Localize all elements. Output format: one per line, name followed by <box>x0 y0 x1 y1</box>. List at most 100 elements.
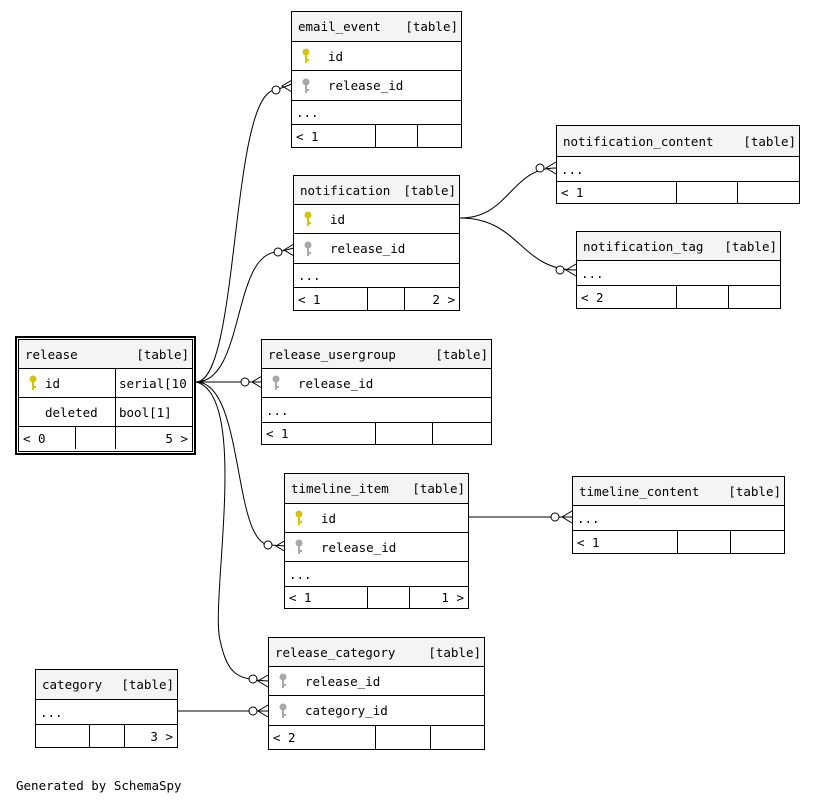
column-type: serial[10 <box>119 375 187 391</box>
crowfoot-marker <box>281 79 293 93</box>
edge-marker <box>263 540 273 550</box>
edge-release-timeline_item <box>195 381 287 547</box>
more-columns: ... <box>573 506 784 531</box>
more-columns: ... <box>262 398 491 423</box>
crowfoot-marker <box>251 375 263 389</box>
crowfoot-marker <box>565 263 577 277</box>
edge-release-release_category <box>195 381 269 682</box>
column-name: release_id <box>328 78 404 93</box>
crowfoot-marker <box>275 539 287 553</box>
parent-count: < 1 <box>292 125 376 147</box>
table-release_category[interactable]: release_category [table] release_id categ… <box>268 637 485 750</box>
foreign-key-icon <box>275 673 291 689</box>
parent-count: < 1 <box>262 423 376 444</box>
table-category[interactable]: category[table] ... 3 > <box>35 669 178 748</box>
edge-notification-notification_content <box>459 167 557 219</box>
child-count <box>731 531 784 553</box>
parent-count: < 1 <box>573 531 678 553</box>
edge-marker <box>550 512 560 522</box>
column-name: id <box>321 510 337 526</box>
table-type: [table] <box>403 182 456 198</box>
crowfoot-marker <box>257 704 269 718</box>
parent-count: < 2 <box>269 726 376 749</box>
column-name: release_id <box>330 241 406 256</box>
more-columns: ... <box>557 157 799 182</box>
more-columns: ... <box>285 562 468 587</box>
table-timeline_content[interactable]: timeline_content [table] ... < 1 <box>572 476 785 554</box>
more-columns: ... <box>294 264 459 288</box>
child-count <box>729 286 780 308</box>
table-type: [table] <box>728 483 781 499</box>
child-count: 1 > <box>441 590 464 605</box>
foreign-key-icon <box>298 78 314 94</box>
table-notification[interactable]: notification[table] id release_id ... < … <box>293 175 460 311</box>
table-type: [table] <box>121 677 174 692</box>
crowfoot-marker <box>257 674 269 688</box>
parent-count: < 1 <box>557 182 677 203</box>
edge-marker <box>535 163 545 173</box>
column-name: id <box>45 375 61 391</box>
table-type: [table] <box>405 19 458 34</box>
table-name: timeline_item <box>291 481 389 496</box>
column-name: release_id <box>321 539 397 555</box>
table-type: [table] <box>136 346 189 362</box>
table-type: [table] <box>428 644 481 660</box>
crowfoot-marker <box>545 161 557 175</box>
primary-key-icon <box>25 375 41 391</box>
table-name: release <box>25 346 78 362</box>
column-name: id <box>330 211 346 227</box>
table-release[interactable]: release [table] id serial[10 deleted bool… <box>15 336 196 455</box>
parent-count: < 1 <box>285 587 368 608</box>
crowfoot-marker <box>561 510 573 524</box>
table-name: timeline_content <box>579 483 700 499</box>
column-type: bool[1] <box>119 404 172 420</box>
parent-count: < 2 <box>577 286 677 308</box>
parent-count <box>36 725 90 747</box>
table-name: category <box>42 677 103 692</box>
primary-key-icon <box>300 211 316 227</box>
edge-marker <box>555 265 565 275</box>
table-name: release_category <box>275 644 396 660</box>
column-name: release_id <box>305 673 381 689</box>
table-name: notification_tag <box>583 238 704 254</box>
child-count: 3 > <box>150 728 173 744</box>
table-name: email_event <box>298 19 381 34</box>
column-name: release_id <box>298 375 374 391</box>
table-name: notification <box>300 182 391 198</box>
column-name: category_id <box>305 703 388 718</box>
table-notification_tag[interactable]: notification_tag [table] ... < 2 <box>576 231 781 309</box>
edge-marker <box>240 377 250 387</box>
table-type: [table] <box>724 238 777 254</box>
table-type: [table] <box>412 481 465 496</box>
edge-notification-notification_tag <box>459 217 577 271</box>
table-name: release_usergroup <box>268 346 396 362</box>
edge-release-email_event <box>195 83 293 383</box>
foreign-key-icon <box>275 703 291 719</box>
child-count <box>431 726 484 749</box>
edge-release-notification <box>195 247 295 383</box>
table-timeline_item[interactable]: timeline_item [table] id release_id ... <… <box>284 473 469 609</box>
foreign-key-icon <box>268 375 284 391</box>
more-columns: ... <box>577 261 780 286</box>
table-notification_content[interactable]: notification_content[table] ... < 1 <box>556 125 800 204</box>
child-count: 5 > <box>165 430 188 446</box>
child-count <box>433 423 491 444</box>
table-email_event[interactable]: email_event [table] id release_id ... < 1 <box>291 11 462 148</box>
column-name: id <box>328 48 344 64</box>
foreign-key-icon <box>291 539 307 555</box>
primary-key-icon <box>298 48 314 64</box>
edge-marker <box>271 85 281 95</box>
child-count <box>738 182 799 203</box>
primary-key-icon <box>291 510 307 526</box>
more-columns: ... <box>292 101 461 125</box>
edge-marker <box>248 674 258 684</box>
child-count: 2 > <box>432 291 455 307</box>
table-type: [table] <box>435 346 488 362</box>
table-release_usergroup[interactable]: release_usergroup[table] release_id ... … <box>261 339 492 445</box>
crowfoot-marker <box>283 243 295 257</box>
edge-marker <box>248 706 258 716</box>
column-name: deleted <box>45 404 98 420</box>
edge-marker <box>273 247 283 257</box>
foreign-key-icon <box>300 241 316 257</box>
